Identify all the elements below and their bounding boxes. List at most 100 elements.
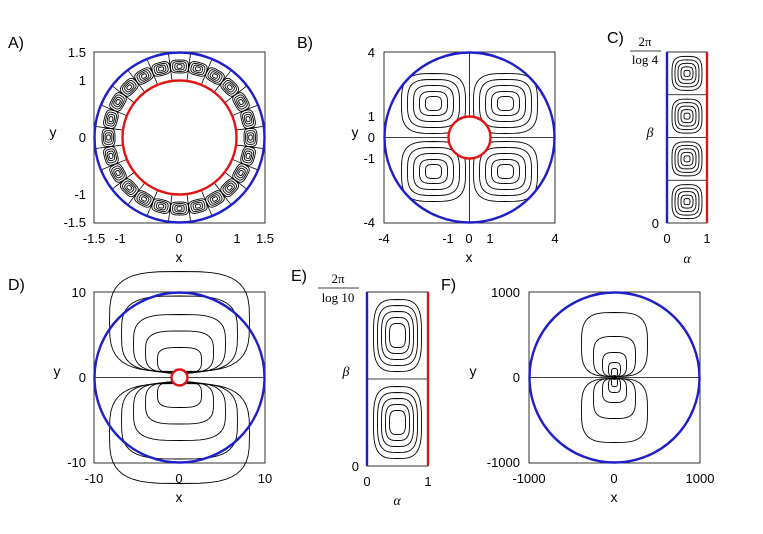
cell-contour	[246, 132, 255, 143]
cell-contour	[122, 180, 137, 195]
panel-b-xlabel: x	[466, 249, 473, 265]
lobe-contour	[157, 347, 202, 374]
panel-f-contours	[529, 312, 700, 443]
cell-contour	[373, 386, 422, 459]
cell-contour	[108, 152, 114, 159]
lobe-contour	[581, 312, 648, 377]
cell-contour	[106, 134, 111, 141]
panel-a-inner-boundary	[121, 79, 238, 196]
cell-contour	[111, 94, 125, 110]
panel-f: F) 1000 0 -1000 -1000 0 1000 x y	[441, 277, 714, 505]
cell-contour	[108, 116, 114, 123]
panel-b-xtick: -1	[442, 231, 454, 246]
cell-contour	[238, 98, 244, 106]
panel-b-xtick: 0	[465, 231, 472, 246]
panel-d-xtick: -10	[85, 471, 104, 486]
panel-a-ytick: 1.5	[68, 45, 86, 60]
cell-contour	[158, 66, 165, 72]
panel-a-ytick: 1	[79, 73, 86, 88]
cell-contour	[103, 109, 119, 129]
cell-contour	[671, 55, 703, 91]
cell-contour	[113, 96, 123, 108]
cell-contour	[224, 82, 235, 93]
panel-b-inner-boundary	[447, 115, 492, 160]
cell-contour	[385, 404, 410, 441]
cell-contour	[243, 150, 253, 162]
cell-contour	[211, 73, 219, 79]
panel-b-ytick: 0	[368, 130, 375, 145]
cell-contour	[194, 203, 201, 209]
panel-b-label: B)	[297, 35, 313, 52]
cell-contour	[172, 203, 187, 214]
cell-contour	[194, 66, 201, 72]
cell-contour	[680, 151, 694, 166]
panel-b-xtick: 4	[551, 231, 558, 246]
cell-contour	[138, 194, 150, 204]
cell-contour	[122, 80, 137, 95]
panel-d-label: D)	[8, 277, 25, 294]
cell-contour	[192, 201, 204, 211]
cell-contour	[373, 299, 422, 372]
lobe-contour	[485, 153, 526, 190]
panel-d-contours	[94, 271, 265, 484]
panel-d-xtick: 10	[258, 471, 272, 486]
panel-f-xtick: 1000	[686, 471, 715, 486]
panel-e-ytick-top-denominator: log 10	[322, 290, 355, 305]
cell-contour	[222, 180, 237, 195]
lobe-contour	[581, 378, 648, 443]
cell-contour	[674, 59, 700, 88]
lobe-contour	[593, 378, 636, 419]
cell-contour	[104, 148, 117, 164]
cell-contour	[103, 130, 114, 145]
panel-d-outer-boundary	[93, 291, 266, 464]
lobe-contour	[121, 295, 238, 373]
cell-contour	[190, 62, 206, 75]
panel-d-xlabel: x	[176, 489, 183, 505]
panel-c-ytick-bottom: 0	[652, 216, 659, 231]
cell-contour	[240, 146, 256, 166]
cell-contour	[389, 323, 406, 348]
panel-c-ylabel: β	[646, 126, 654, 141]
lobe-contour	[133, 314, 226, 373]
cell-contour	[245, 116, 251, 123]
cell-contour	[680, 109, 694, 124]
cell-contour	[243, 113, 253, 125]
panel-e-label: E)	[291, 268, 307, 285]
cell-contour	[172, 61, 187, 72]
cell-contour	[205, 190, 225, 208]
cell-contour	[136, 69, 152, 83]
cell-contour	[174, 204, 185, 213]
panel-b-ytick: -1	[363, 151, 375, 166]
panel-d-ytick: 0	[79, 370, 86, 385]
lobe-contour	[109, 383, 250, 484]
panel-d-ytick: 10	[72, 285, 86, 300]
cell-contour	[103, 146, 119, 166]
cell-contour	[176, 64, 183, 69]
cell-contour	[240, 109, 256, 129]
panel-e-ytick-top-numerator: 2π	[331, 271, 345, 286]
cell-contour	[226, 84, 233, 91]
cell-contour	[211, 196, 219, 202]
center-singularity	[612, 375, 617, 380]
cell-contour	[126, 84, 133, 91]
panel-a-ylabel: y	[50, 124, 57, 140]
cell-contour	[674, 187, 700, 216]
cell-contour	[151, 198, 171, 214]
cell-contour	[104, 132, 113, 143]
lobe-contour	[419, 159, 448, 184]
lobe-contour	[133, 382, 226, 441]
cell-contour	[236, 167, 246, 179]
cell-contour	[224, 182, 235, 193]
panel-d-ylabel: y	[54, 363, 61, 379]
cell-contour	[111, 165, 125, 181]
cell-contour	[377, 305, 418, 366]
panel-c-xlabel: α	[683, 252, 691, 267]
cell-contour	[671, 184, 703, 220]
cell-contour	[381, 311, 414, 360]
lobe-contour	[497, 164, 514, 179]
panel-b: B) 4 1 0 -1 -4 -4 -1 0 1 4 x y	[297, 35, 559, 265]
cell-contour	[683, 155, 691, 163]
cell-contour	[232, 163, 250, 183]
cell-contour	[134, 190, 154, 208]
